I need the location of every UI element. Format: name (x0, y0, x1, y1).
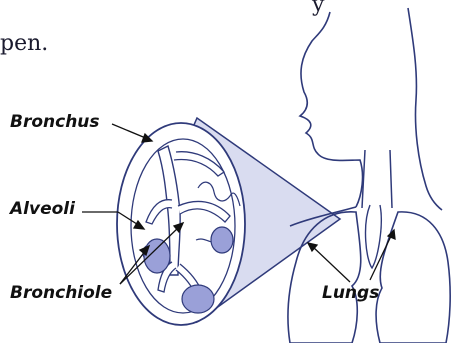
right-lung (376, 212, 450, 343)
alveoli-cluster-bottom (182, 285, 214, 313)
alveoli-cluster-left (144, 239, 170, 273)
lungs-arrows (308, 230, 395, 282)
head-outline (300, 12, 363, 207)
mediastinum (366, 205, 382, 268)
bronchus-arrow (112, 124, 152, 142)
label-bronchus: Bronchus (10, 112, 100, 132)
alveoli-cluster-right (211, 227, 233, 253)
label-bronchiole: Bronchiole (10, 283, 112, 303)
label-alveoli: Alveoli (10, 199, 75, 219)
neck-back-outline (408, 8, 442, 210)
trachea (362, 150, 392, 208)
label-lungs: Lungs (322, 283, 379, 303)
